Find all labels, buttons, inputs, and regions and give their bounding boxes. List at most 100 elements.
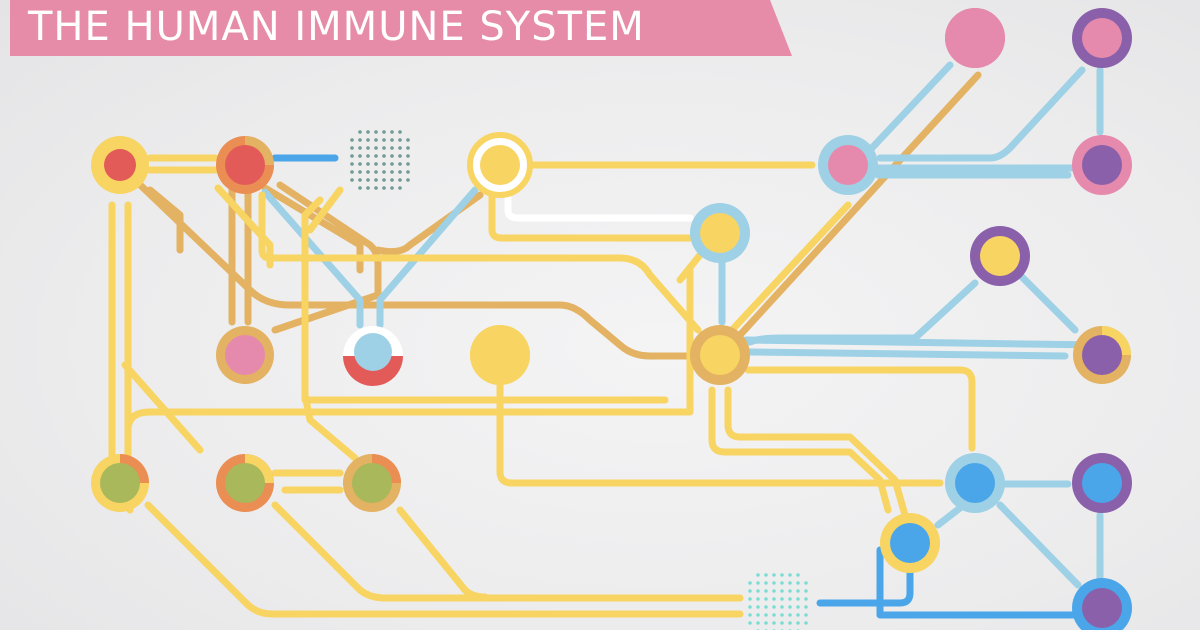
particle-dot — [788, 621, 792, 625]
connection-line — [864, 164, 1104, 179]
particle-dot — [406, 154, 410, 158]
split-cell-core — [354, 333, 392, 371]
cell-core — [1082, 145, 1122, 185]
particle-dot — [374, 154, 378, 158]
particle-dot — [390, 146, 394, 150]
particle-dot — [398, 146, 402, 150]
particle-dot — [358, 154, 362, 158]
particle-dot — [350, 170, 354, 174]
particle-dot — [398, 154, 402, 158]
connection-line — [131, 176, 702, 360]
particle-dot — [796, 573, 800, 577]
particle-dot — [764, 621, 768, 625]
cell-core — [470, 325, 530, 385]
particle-dot — [398, 170, 402, 174]
particle-dot — [748, 581, 752, 585]
particle-dot — [350, 178, 354, 182]
cell-core — [890, 523, 930, 563]
particle-dot — [748, 613, 752, 617]
cell-node-icon — [690, 325, 750, 385]
particle-dot — [374, 138, 378, 142]
particle-dot — [772, 589, 776, 593]
particle-dot — [406, 178, 410, 182]
cell-core — [225, 335, 265, 375]
particle-dot — [788, 581, 792, 585]
cell-core — [1082, 588, 1122, 628]
connection-line — [742, 336, 1104, 360]
connection-line — [271, 469, 344, 494]
particle-dot — [390, 162, 394, 166]
connection-line — [258, 191, 702, 334]
particle-dot — [374, 186, 378, 190]
particle-dot — [382, 130, 386, 134]
particle-dot — [358, 162, 362, 166]
connection-line — [261, 184, 364, 274]
cell-node-icon — [467, 132, 533, 198]
particle-dot — [398, 186, 402, 190]
particle-dot — [366, 186, 370, 190]
cell-node-icon — [1072, 8, 1132, 68]
particle-dot — [780, 621, 784, 625]
connection-line — [676, 251, 704, 284]
particle-dot — [756, 605, 760, 609]
particle-dot — [788, 573, 792, 577]
particle-dot — [772, 597, 776, 601]
particle-dot — [764, 573, 768, 577]
particle-dot — [390, 186, 394, 190]
split-cell-icon — [343, 326, 403, 386]
particle-dot — [780, 573, 784, 577]
cell-node-icon — [91, 136, 149, 194]
connection-line — [744, 366, 976, 452]
particle-dot — [788, 589, 792, 593]
cell-node-icon — [945, 453, 1005, 513]
particle-dot — [406, 170, 410, 174]
cell-core — [700, 213, 740, 253]
cell-node-icon — [1072, 578, 1132, 630]
cell-node-icon — [216, 326, 274, 384]
connection-line — [488, 191, 694, 242]
particle-dot — [366, 178, 370, 182]
cell-node-icon — [1072, 453, 1132, 513]
particle-dot — [382, 186, 386, 190]
cell-node-icon — [91, 454, 149, 512]
particle-dot — [358, 130, 362, 134]
particle-dot — [358, 146, 362, 150]
connection-line — [271, 501, 744, 602]
particle-dot — [804, 621, 808, 625]
connection-lines — [108, 61, 1104, 619]
particle-dot — [374, 162, 378, 166]
connection-line — [728, 201, 852, 334]
cell-node-icon — [945, 8, 1005, 68]
cell-nodes — [91, 8, 1132, 630]
cell-core — [1082, 18, 1122, 58]
dotted-particle-icon — [748, 573, 808, 630]
connection-line — [301, 196, 669, 404]
cell-core — [100, 463, 140, 503]
particle-dot — [398, 138, 402, 142]
particle-dot — [358, 178, 362, 182]
connection-line — [261, 188, 364, 329]
particle-dot — [804, 581, 808, 585]
cell-node-icon — [1072, 135, 1132, 195]
particle-dot — [756, 621, 760, 625]
particle-dot — [780, 613, 784, 617]
cell-node-icon — [470, 325, 530, 385]
connection-line — [146, 186, 184, 254]
cell-node-icon — [880, 513, 940, 573]
particle-dot — [788, 613, 792, 617]
cell-node-icon — [343, 454, 401, 512]
cell-node-icon — [216, 454, 274, 512]
particle-dot — [398, 178, 402, 182]
connection-line — [708, 386, 892, 514]
connection-line — [724, 386, 909, 519]
particle-dot — [374, 130, 378, 134]
particle-dot — [382, 146, 386, 150]
particle-dot — [406, 162, 410, 166]
cell-core — [1082, 463, 1122, 503]
cell-core — [980, 236, 1020, 276]
particle-dot — [406, 138, 410, 142]
particle-dot — [780, 605, 784, 609]
particle-dot — [350, 138, 354, 142]
connection-line — [306, 186, 344, 234]
